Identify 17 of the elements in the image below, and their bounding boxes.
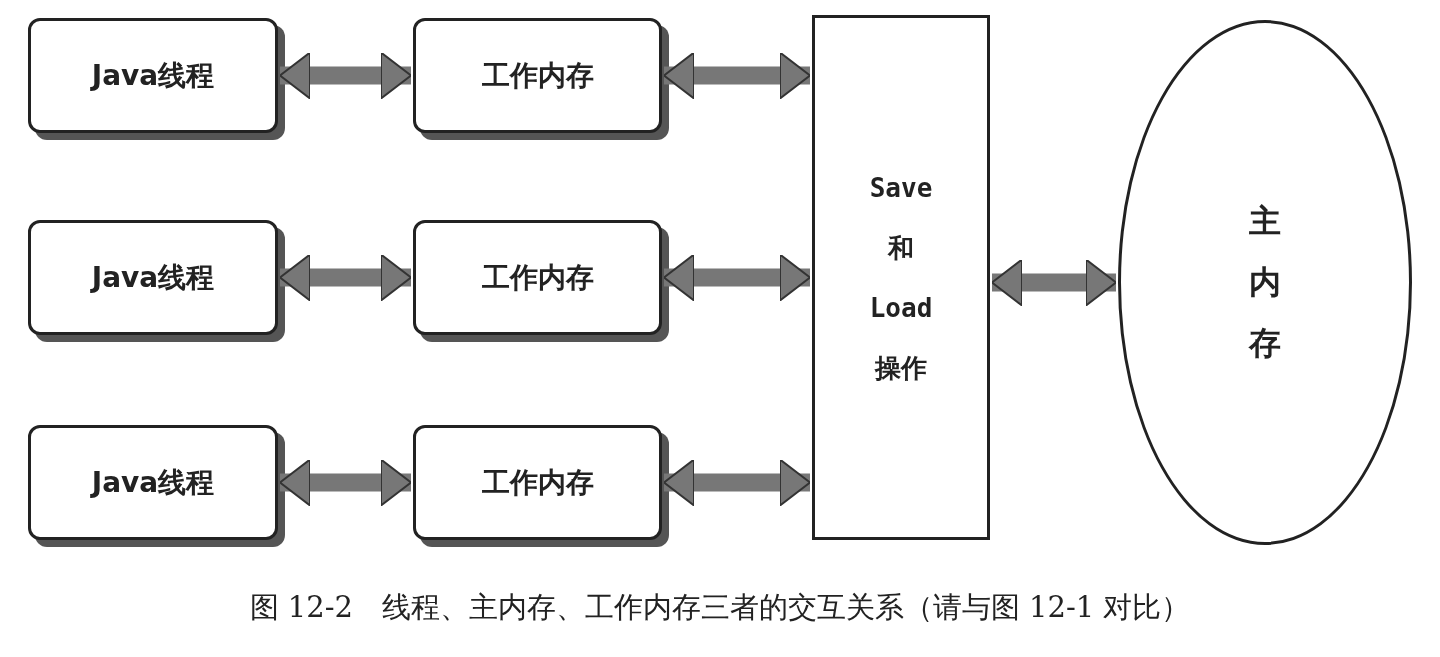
node-label: 主内存 [1249,201,1281,364]
node-label: Java线程 [91,464,215,501]
node-label: Java线程 [91,57,215,94]
node-label: 工作内存 [481,259,594,296]
operation-box [812,15,990,540]
node-label: 工作内存 [481,57,594,94]
double-arrow [279,51,412,100]
node-label: Save 和 Load 操作 [868,171,934,385]
double-arrow [279,458,412,507]
double-arrow [663,51,811,100]
node-label: 工作内存 [481,464,594,501]
double-arrow [663,458,811,507]
double-arrow [663,253,811,302]
node-label: Java线程 [91,259,215,296]
figure-caption: 图 12-2 线程、主内存、工作内存三者的交互关系（请与图 12-1 对比） [248,589,1192,626]
double-arrow [279,253,412,302]
double-arrow [991,258,1117,307]
